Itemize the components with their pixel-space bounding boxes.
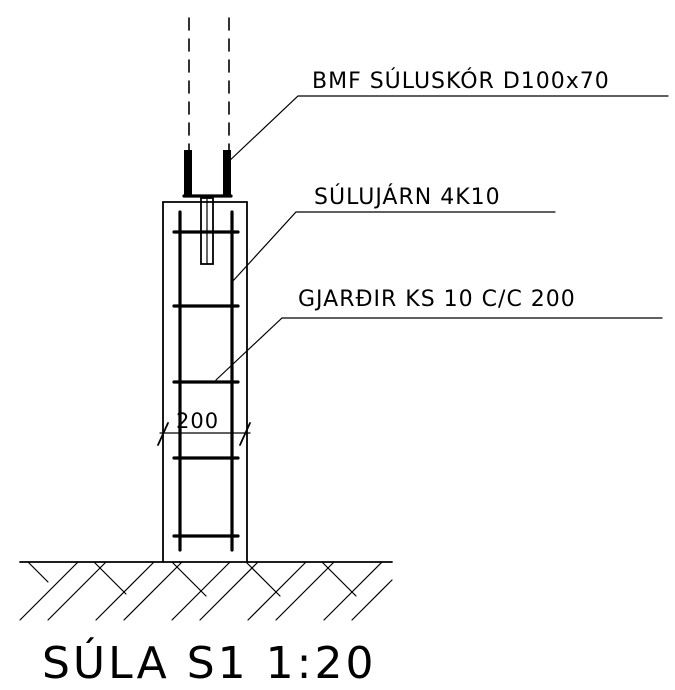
leader-column-rebar <box>231 211 556 283</box>
spacing-dimension: 200 <box>157 409 251 446</box>
ground-hatch <box>19 561 393 621</box>
label-column-shoe: BMF SÚLUSKÓR D100x70 <box>312 68 610 94</box>
concrete-column-outline <box>162 201 248 563</box>
column-shoe-bracket <box>182 150 233 265</box>
label-column-rebar: SÚLUJÁRN 4K10 <box>314 184 501 210</box>
leader-column-shoe <box>225 95 669 165</box>
stirrup-set <box>172 230 240 538</box>
leader-stirrups <box>215 317 663 381</box>
label-stirrups: GJARÐIR KS 10 C/C 200 <box>298 287 576 312</box>
drawing-title: SÚLA S1 1:20 <box>42 636 376 689</box>
timber-post-dashed <box>188 17 230 169</box>
spacing-dimension-label: 200 <box>176 409 219 433</box>
